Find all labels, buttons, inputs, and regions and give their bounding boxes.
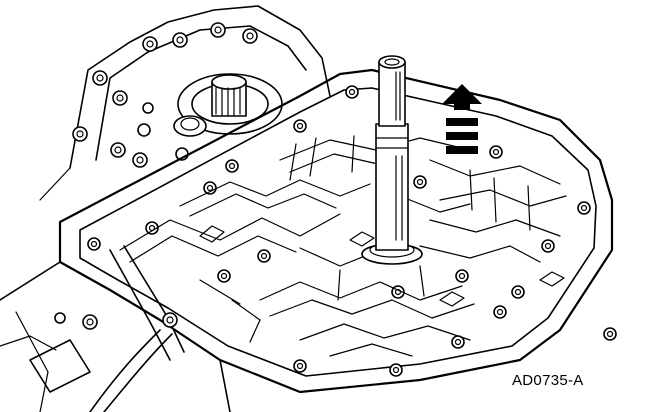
input-shaft-tool (361, 55, 423, 265)
pump-hub (137, 73, 283, 161)
transmission-case (39, 5, 331, 201)
lower-case-detail (0, 245, 231, 412)
valve-body-bolt (87, 85, 617, 377)
valve-body (58, 68, 617, 394)
case-bolt (72, 22, 258, 168)
fluid-channels (119, 135, 567, 357)
up-arrow-icon (442, 84, 482, 154)
figure-code: AD0735-A (512, 372, 584, 389)
